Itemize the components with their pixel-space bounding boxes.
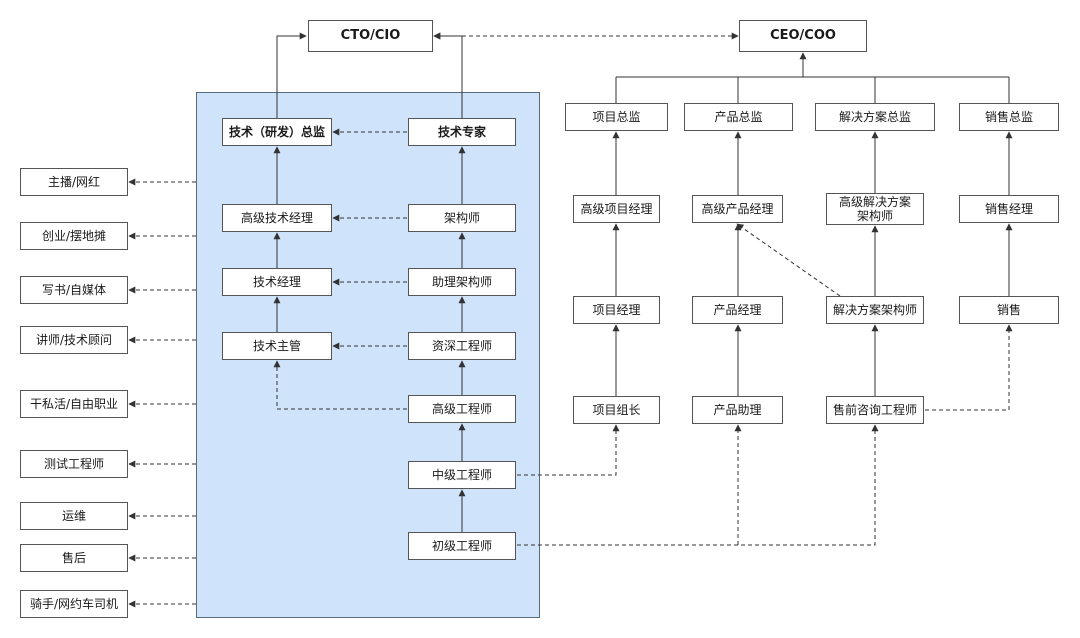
mid-eng-to-team-lead bbox=[517, 424, 620, 476]
senior-project-manager-node: 高级项目经理 bbox=[573, 195, 660, 223]
exit-node-aftersales: 售后 bbox=[20, 544, 128, 572]
senior-engineer-node: 高级工程师 bbox=[408, 395, 516, 423]
solution-director-node: 解决方案总监 bbox=[815, 103, 935, 131]
ceo-node: CEO/COO bbox=[739, 20, 867, 52]
product-assistant-node: 产品助理 bbox=[692, 396, 783, 424]
senior-tech-manager-node: 高级技术经理 bbox=[222, 204, 332, 232]
assistant-architect-node: 助理架构师 bbox=[408, 268, 516, 296]
director-to-cto bbox=[276, 32, 307, 118]
exit-node-ops: 运维 bbox=[20, 502, 128, 530]
product-director-node: 产品总监 bbox=[684, 103, 793, 131]
senior-staff-engineer-node: 资深工程师 bbox=[408, 332, 516, 360]
tech-supervisor-node: 技术主管 bbox=[222, 332, 332, 360]
exit-node-driver: 骑手/网约车司机 bbox=[20, 590, 128, 618]
team-lead-node: 项目组长 bbox=[573, 396, 660, 424]
exit-node-writer: 写书/自媒体 bbox=[20, 276, 128, 304]
junior-engineer-node: 初级工程师 bbox=[408, 532, 516, 560]
exit-node-streamer: 主播/网红 bbox=[20, 168, 128, 196]
presales-to-sales bbox=[925, 324, 1013, 411]
expert-to-cto bbox=[433, 32, 463, 118]
sales-manager-node: 销售经理 bbox=[959, 195, 1059, 223]
tech-manager-node: 技术经理 bbox=[222, 268, 332, 296]
cto-node: CTO/CIO bbox=[308, 20, 433, 52]
project-director-node: 项目总监 bbox=[565, 103, 668, 131]
solution-architect-to-senior-pm bbox=[736, 223, 841, 297]
tech-expert-node: 技术专家 bbox=[408, 118, 516, 146]
architect-node: 架构师 bbox=[408, 204, 516, 232]
sales-director-node: 销售总监 bbox=[959, 103, 1059, 131]
solution-architect-node: 解决方案架构师 bbox=[826, 296, 924, 324]
project-manager-node: 项目经理 bbox=[573, 296, 660, 324]
product-manager-node: 产品经理 bbox=[692, 296, 783, 324]
tech-director-node: 技术（研发）总监 bbox=[222, 118, 332, 146]
exit-node-startup: 创业/摆地摊 bbox=[20, 222, 128, 250]
junior-to-product-assistant bbox=[517, 424, 879, 546]
presales-engineer-node: 售前咨询工程师 bbox=[826, 396, 924, 424]
mid-engineer-node: 中级工程师 bbox=[408, 461, 516, 489]
senior-solution-architect-node: 高级解决方案 架构师 bbox=[826, 193, 924, 225]
exit-node-lecturer: 讲师/技术顾问 bbox=[20, 326, 128, 354]
exit-node-tester: 测试工程师 bbox=[20, 450, 128, 478]
senior-product-manager-node: 高级产品经理 bbox=[692, 195, 783, 223]
exit-node-freelance: 干私活/自由职业 bbox=[20, 390, 128, 418]
senior-eng-to-supervisor bbox=[273, 360, 407, 410]
sales-node: 销售 bbox=[959, 296, 1059, 324]
